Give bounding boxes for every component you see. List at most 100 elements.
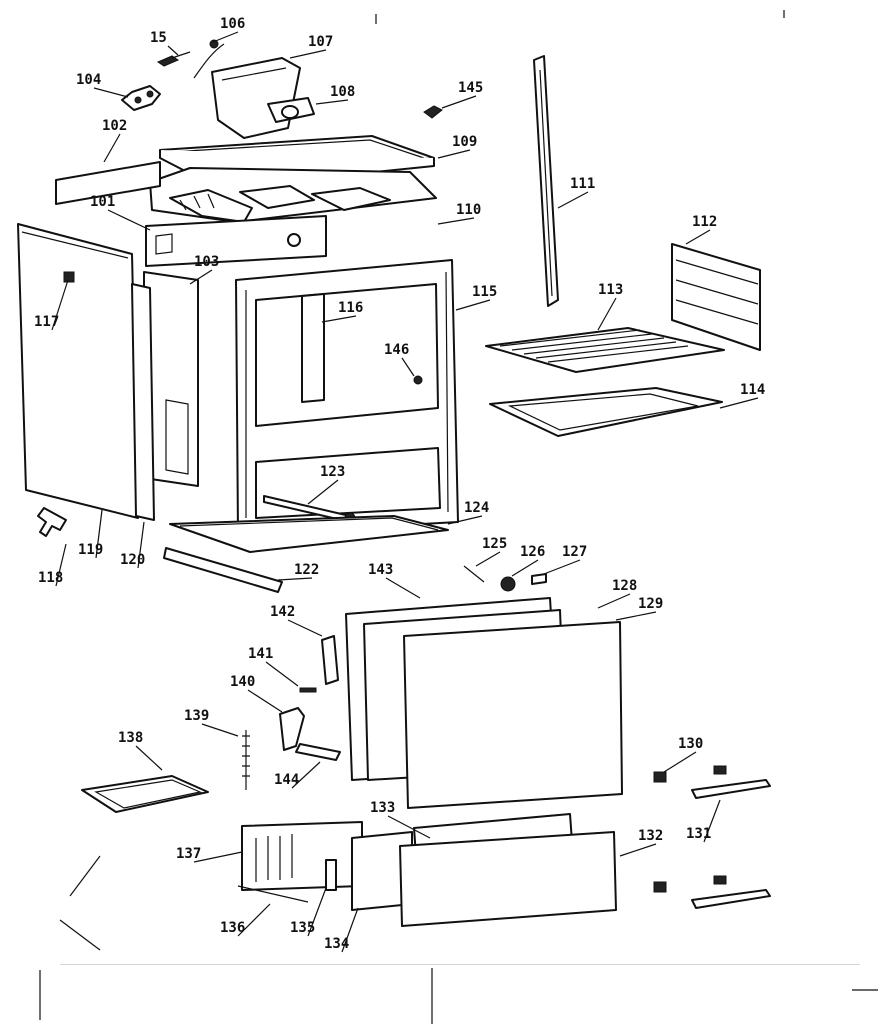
part-126-knob[interactable] xyxy=(500,576,516,592)
part-number-label: 126 xyxy=(520,544,545,560)
leader-line xyxy=(95,509,103,559)
leader-line xyxy=(189,269,213,285)
leader-line xyxy=(307,887,327,937)
part-111-side-trim[interactable] xyxy=(533,55,559,307)
part-112-rack-guide[interactable] xyxy=(671,243,761,351)
callout-c111: 111 xyxy=(557,176,595,209)
part-118-leveling-leg[interactable] xyxy=(37,507,67,537)
part-131-drawer-glide-lower[interactable] xyxy=(653,875,771,909)
part-number-label: 118 xyxy=(38,570,63,586)
leader-line xyxy=(719,397,759,409)
leader-line xyxy=(597,593,631,609)
leader-line xyxy=(135,745,163,771)
part-131-drawer-glide[interactable] xyxy=(691,779,771,799)
part-130-foot[interactable] xyxy=(653,765,727,783)
part-number-label: 140 xyxy=(230,674,255,690)
callout-c140: 140 xyxy=(230,674,283,713)
part-number-label: 132 xyxy=(638,828,663,844)
part-number-label: 142 xyxy=(270,604,295,620)
part-114-broiler-pan[interactable] xyxy=(489,387,723,437)
part-146-screw[interactable] xyxy=(413,375,423,385)
leader-line xyxy=(247,689,283,713)
leader-line xyxy=(663,751,697,773)
part-135-clip[interactable] xyxy=(325,859,337,891)
callout-c112: 112 xyxy=(685,214,717,245)
part-142-hinge-bracket[interactable] xyxy=(321,635,339,685)
part-117-clip[interactable] xyxy=(63,271,75,283)
part-number-label: 106 xyxy=(220,16,245,32)
part-101-rear-panel[interactable] xyxy=(145,215,327,267)
part-104[interactable] xyxy=(121,85,161,111)
callout-c137: 137 xyxy=(176,846,243,863)
part-number-label: 107 xyxy=(308,34,333,50)
leader-line xyxy=(193,851,243,863)
part-136-drawer-slide[interactable] xyxy=(237,885,309,903)
part-number-label: 137 xyxy=(176,846,201,862)
part-140-hinge[interactable] xyxy=(279,707,305,751)
part-number-label: 146 xyxy=(384,342,409,358)
leader-line xyxy=(447,515,483,525)
part-110-burner-box[interactable] xyxy=(149,167,437,223)
leader-line xyxy=(212,31,239,43)
leader-line xyxy=(51,279,69,331)
leader-line xyxy=(511,559,539,577)
leader-line xyxy=(441,95,477,109)
callout-c135: 135 xyxy=(290,887,327,937)
part-129-door-panel[interactable] xyxy=(403,621,623,809)
leader-line xyxy=(619,843,657,857)
leader-line xyxy=(201,723,239,737)
part-number-label: 123 xyxy=(320,464,345,480)
callout-c104: 104 xyxy=(76,72,129,98)
part-102-top-panel[interactable] xyxy=(55,161,161,205)
leader-line xyxy=(385,577,421,599)
part-108[interactable] xyxy=(267,97,315,123)
leader-line xyxy=(167,45,179,56)
callout-c101: 101 xyxy=(90,194,151,231)
part-144-hinge-arm[interactable] xyxy=(295,743,341,761)
part-120-trim-strip[interactable] xyxy=(131,283,155,521)
part-number-label: 115 xyxy=(472,284,497,300)
part-145[interactable] xyxy=(423,105,443,119)
leader-line xyxy=(237,903,271,937)
callout-c143: 143 xyxy=(368,562,421,599)
part-number-label: 145 xyxy=(458,80,483,96)
part-113-oven-rack[interactable] xyxy=(485,327,725,373)
leader-line xyxy=(341,907,359,953)
leader-line xyxy=(315,99,349,105)
part-119-outer-side-panel[interactable] xyxy=(17,223,139,519)
part-number-label: 124 xyxy=(464,500,489,516)
part-124-base-pan[interactable] xyxy=(169,515,449,553)
part-127-bracket[interactable] xyxy=(531,573,547,585)
part-number-label: 134 xyxy=(324,936,349,952)
part-139-spring[interactable] xyxy=(242,730,250,790)
part-number-label: 109 xyxy=(452,134,477,150)
part-number-label: 117 xyxy=(34,314,59,330)
leader-line xyxy=(597,297,617,331)
leader-line xyxy=(475,551,501,567)
part-122-front-rail[interactable] xyxy=(163,547,283,593)
part-137-drawer-side[interactable] xyxy=(241,821,363,891)
callout-c132: 132 xyxy=(619,828,663,857)
callout-c139: 139 xyxy=(184,708,239,737)
part-132-drawer-front[interactable] xyxy=(399,831,617,927)
part-125-handle-screw[interactable] xyxy=(463,565,485,583)
part-number-label: 120 xyxy=(120,552,145,568)
callout-c142: 142 xyxy=(270,604,323,637)
part-116-vent-duct[interactable] xyxy=(301,293,325,403)
scan-artifacts xyxy=(39,10,878,1024)
callout-c126: 126 xyxy=(511,544,545,577)
part-138-broiler-pan[interactable] xyxy=(81,775,209,813)
leader-line xyxy=(615,611,657,621)
part-number-label: 111 xyxy=(570,176,595,192)
part-141-screw[interactable] xyxy=(299,687,317,693)
part-number-label: 114 xyxy=(740,382,765,398)
part-15[interactable] xyxy=(156,51,191,67)
callout-c129: 129 xyxy=(615,596,663,621)
part-107[interactable] xyxy=(211,57,301,139)
callout-c136: 136 xyxy=(220,903,271,937)
leader-line xyxy=(437,217,475,225)
part-number-label: 136 xyxy=(220,920,245,936)
part-106[interactable] xyxy=(193,39,225,79)
